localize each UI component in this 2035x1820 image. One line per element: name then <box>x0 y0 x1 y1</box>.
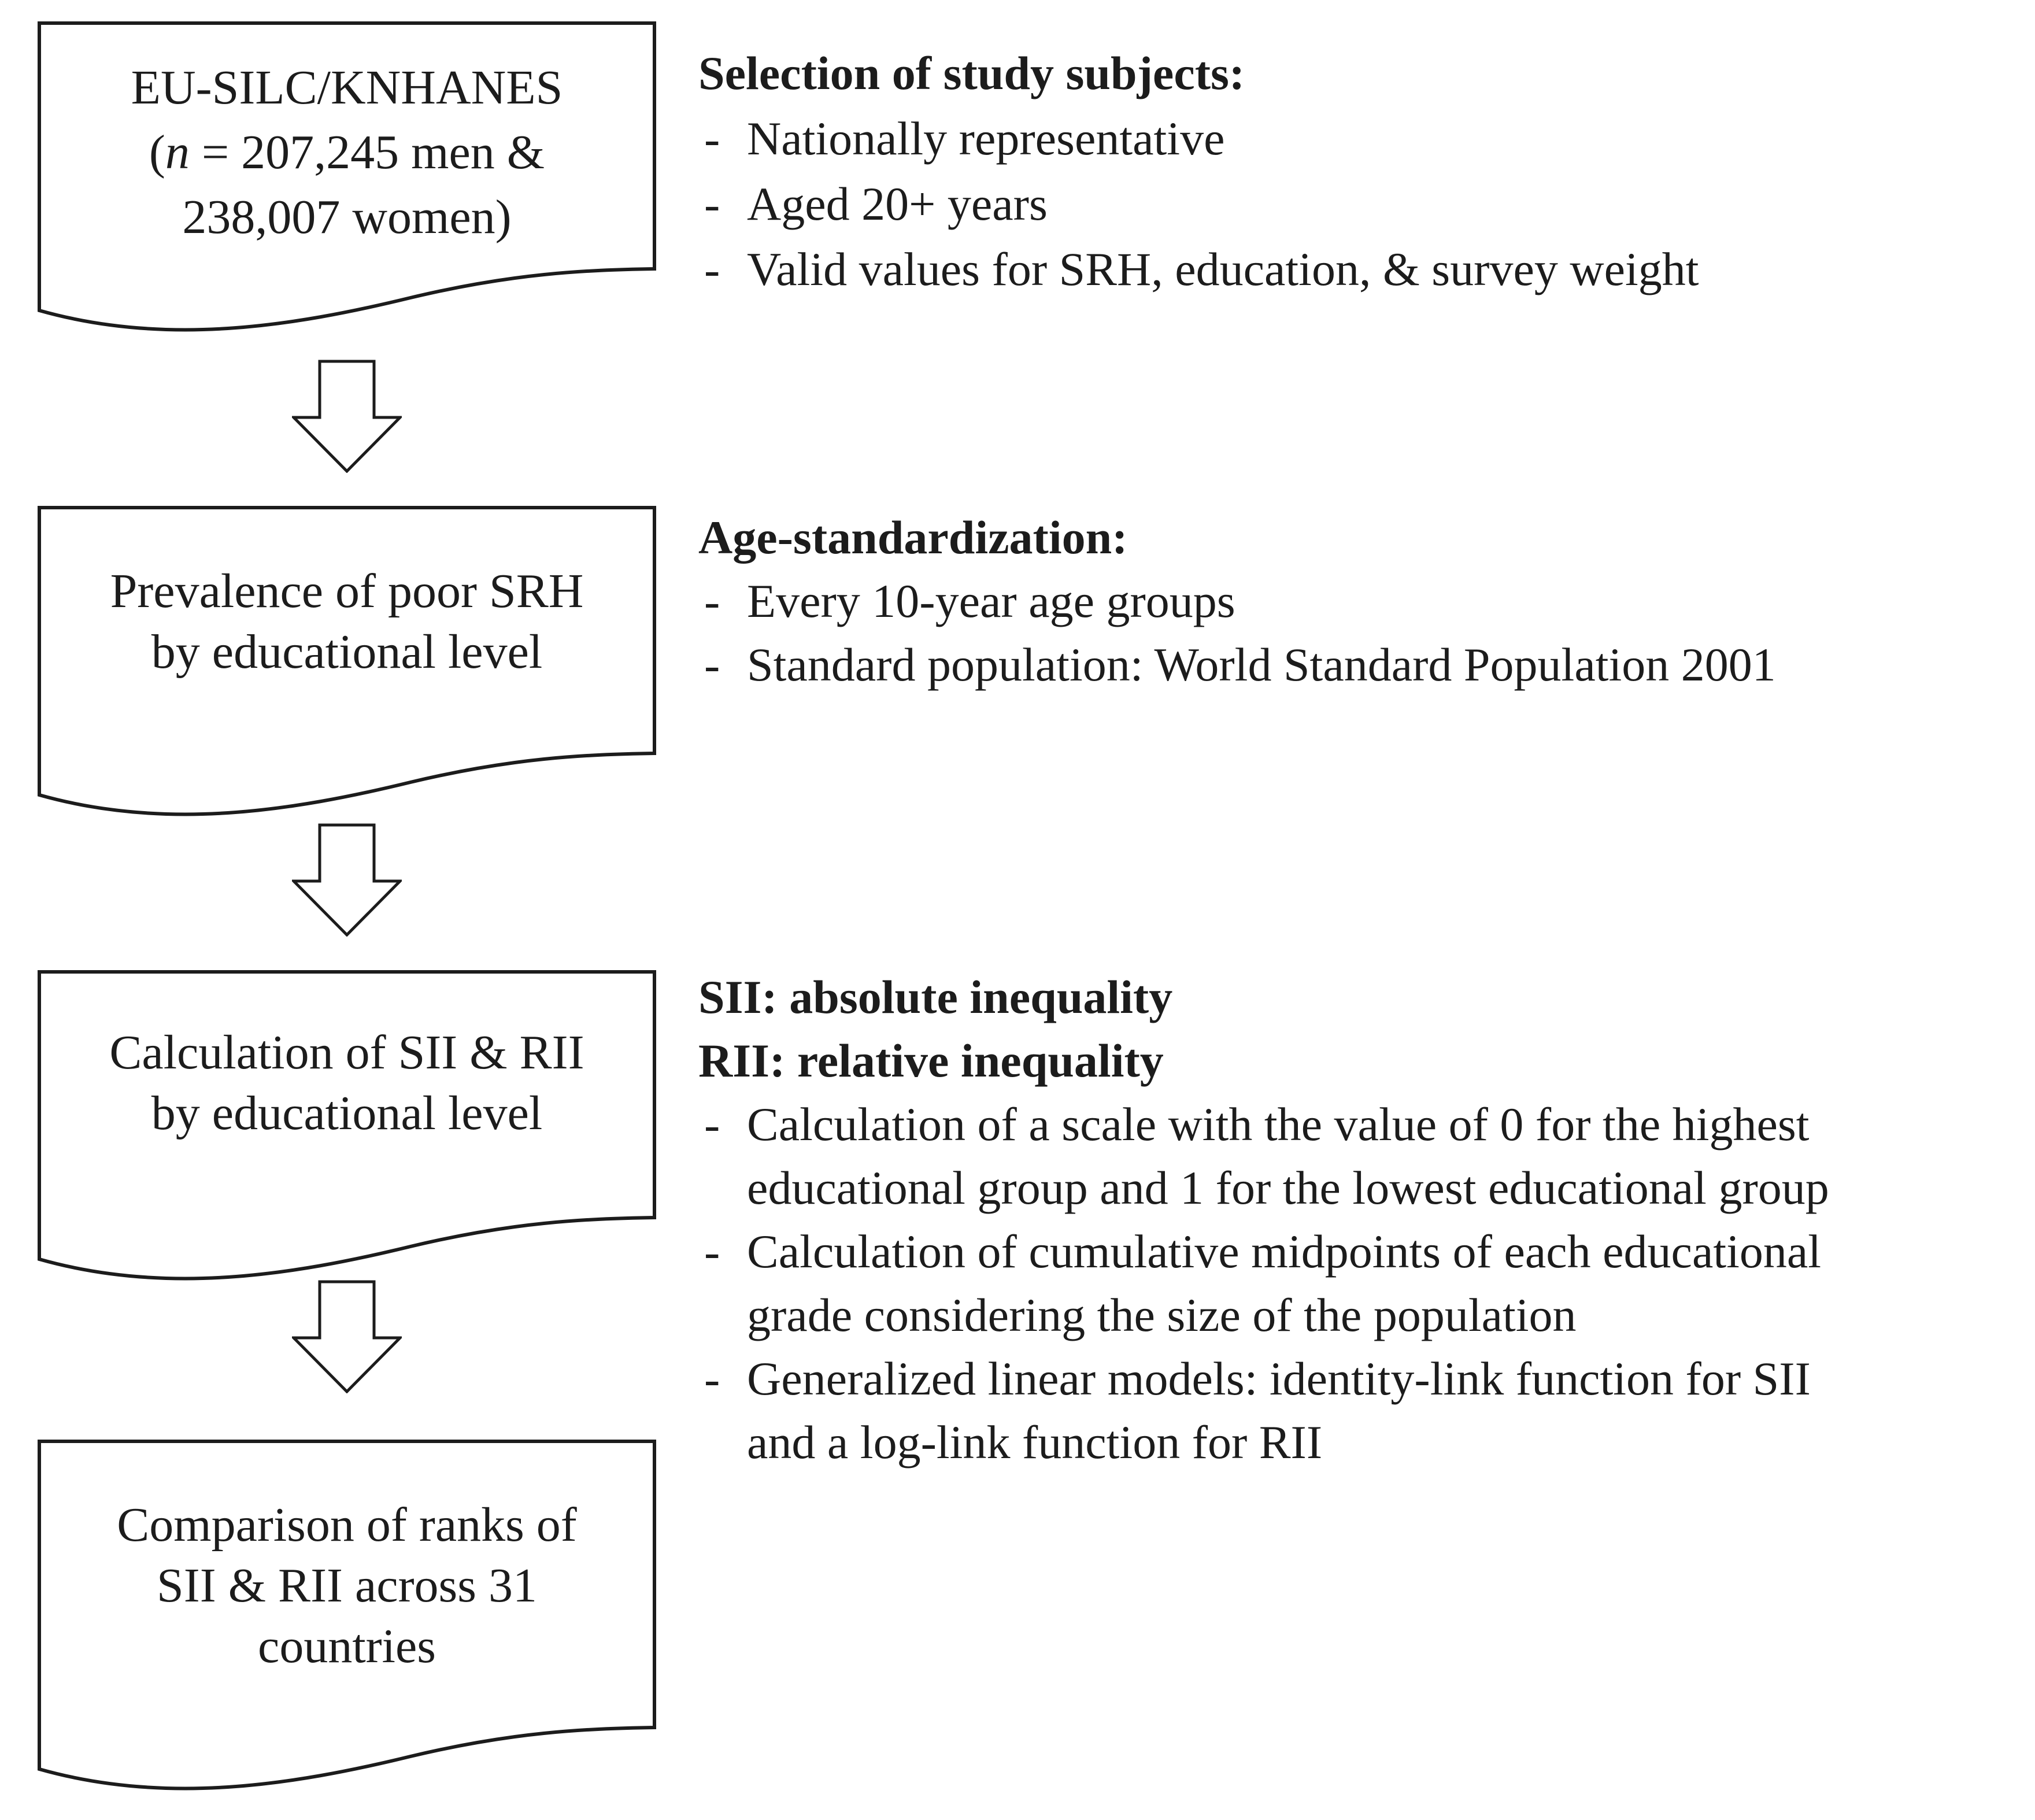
section-subject-selection: Selection of study subjects: - Nationall… <box>698 40 2029 302</box>
bullet-dash: - <box>704 243 720 295</box>
bullet-line: and a log-link function for RII <box>747 1416 1323 1468</box>
bullet-text: Standard population: World Standard Popu… <box>747 638 1776 691</box>
down-arrow-icon <box>292 360 402 473</box>
bullet-item: - Standard population: World Standard Po… <box>698 633 2029 697</box>
box-line: by educational level <box>151 625 543 679</box>
bullet-line: educational group and 1 for the lowest e… <box>747 1161 1829 1214</box>
box-line: Comparison of ranks of <box>117 1498 577 1552</box>
bullet-text: Calculation of cumulative midpoints of e… <box>747 1220 2029 1347</box>
box-line: 238,007 women) <box>182 190 512 244</box>
sample-size-text: = 207,245 men & <box>189 125 545 179</box>
bullet-dash: - <box>704 1225 720 1278</box>
document-shape <box>38 970 656 1281</box>
bullet-text: Every 10-year age groups <box>747 575 1235 627</box>
document-shape <box>38 21 656 332</box>
box-line: SII & RII across 31 <box>157 1559 537 1612</box>
flow-box-sii-rii: Calculation of SII & RII by educational … <box>38 970 656 1294</box>
bullet-item: - Nationally representative <box>698 106 2029 171</box>
box-text: Comparison of ranks of SII & RII across … <box>38 1495 656 1677</box>
bullet-line: Calculation of a scale with the value of… <box>747 1098 1810 1151</box>
bullet-text: Nationally representative <box>747 112 1225 165</box>
down-arrow-icon <box>292 823 402 937</box>
bullet-line: Calculation of cumulative midpoints of e… <box>747 1225 1822 1278</box>
section-age-standardization: Age-standardization: - Every 10-year age… <box>698 506 2029 697</box>
bullet-dash: - <box>704 1098 720 1151</box>
box-line: by educational level <box>151 1086 543 1140</box>
flow-box-prevalence: Prevalence of poor SRH by educational le… <box>38 506 656 830</box>
section-heading-rii: RII: relative inequality <box>698 1034 1164 1087</box>
bullet-dash: - <box>704 177 720 230</box>
section-heading: Age-standardization: <box>698 511 1128 564</box>
bullet-dash: - <box>704 1352 720 1405</box>
document-shape <box>38 1440 656 1791</box>
box-line: countries <box>258 1619 436 1673</box>
box-text: EU-SILC/KNHANES (n = 207,245 men & 238,0… <box>38 56 656 250</box>
box-text: Prevalence of poor SRH by educational le… <box>38 561 656 682</box>
section-heading: Selection of study subjects: <box>698 47 1245 99</box>
section-sii-rii: SII: absolute inequality RII: relative i… <box>698 966 2029 1474</box>
bullet-item: - Aged 20+ years <box>698 171 2029 236</box>
bullet-item: - Generalized linear models: identity-li… <box>698 1347 2029 1474</box>
box-text: Calculation of SII & RII by educational … <box>38 1022 656 1144</box>
paren: ( <box>149 125 165 179</box>
bullet-line: Generalized linear models: identity-link… <box>747 1352 1811 1405</box>
bullet-dash: - <box>704 575 720 627</box>
box-line: Calculation of SII & RII <box>109 1026 584 1079</box>
bullet-item: - Valid values for SRH, education, & sur… <box>698 236 2029 302</box>
box-line: EU-SILC/KNHANES <box>131 61 563 114</box>
bullet-dash: - <box>704 112 720 165</box>
bullet-item: - Every 10-year age groups <box>698 569 2029 633</box>
bullet-text: Aged 20+ years <box>747 177 1048 230</box>
bullet-dash: - <box>704 638 720 691</box>
flow-box-data-source: EU-SILC/KNHANES (n = 207,245 men & 238,0… <box>38 21 656 345</box>
italic-n: n <box>165 125 190 179</box>
down-arrow-icon <box>292 1280 402 1393</box>
bullet-text: Valid values for SRH, education, & surve… <box>747 243 1699 295</box>
bullet-text: Calculation of a scale with the value of… <box>747 1093 2029 1220</box>
box-line: (n = 207,245 men & <box>38 120 656 185</box>
section-heading-sii: SII: absolute inequality <box>698 971 1173 1023</box>
bullet-item: - Calculation of cumulative midpoints of… <box>698 1220 2029 1347</box>
bullet-line: grade considering the size of the popula… <box>747 1289 1577 1341</box>
box-line: Prevalence of poor SRH <box>110 564 584 618</box>
flow-box-comparison: Comparison of ranks of SII & RII across … <box>38 1440 656 1804</box>
bullet-text: Generalized linear models: identity-link… <box>747 1347 2029 1474</box>
bullet-item: - Calculation of a scale with the value … <box>698 1093 2029 1220</box>
document-shape <box>38 506 656 816</box>
